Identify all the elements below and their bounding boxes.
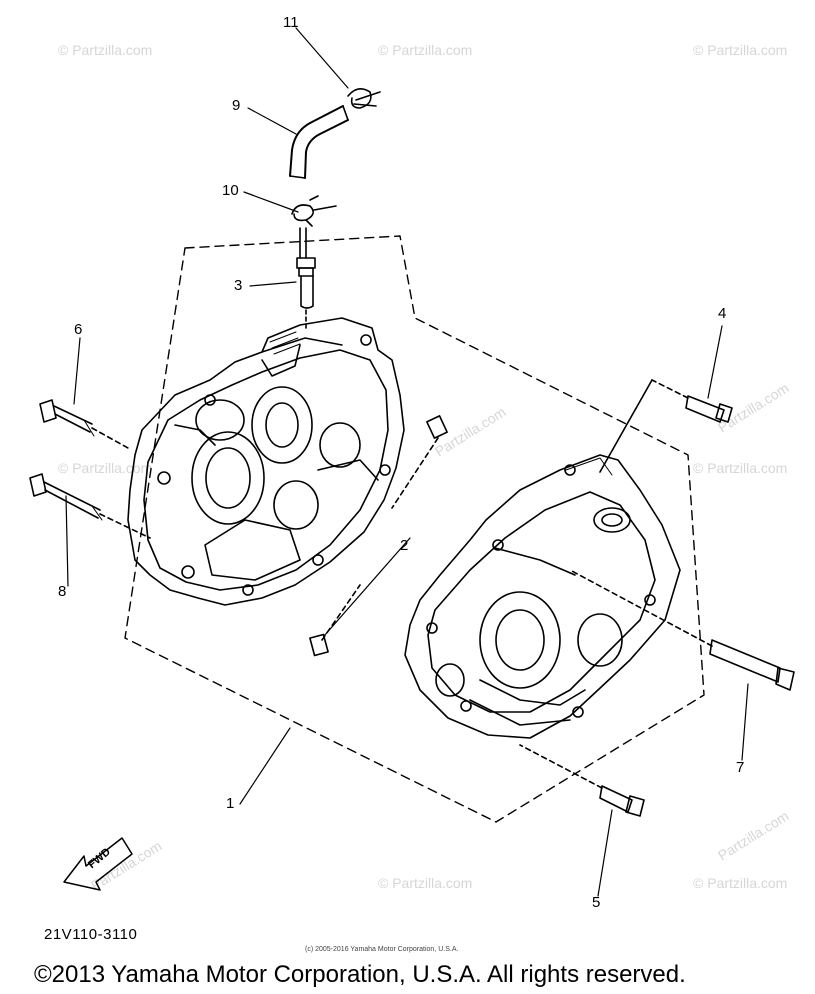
bolt-8 — [29, 473, 151, 539]
callout-1: 1 — [226, 795, 235, 812]
callout-6: 6 — [74, 321, 83, 338]
dowel-pin-upper — [426, 415, 448, 439]
breather-pipe-3 — [296, 227, 316, 331]
breather-hose — [289, 105, 349, 179]
fwd-arrow — [63, 837, 133, 891]
watermark: © Partzilla.com — [58, 42, 153, 58]
dowel-pin-lower — [309, 633, 329, 657]
bolt-5 — [519, 744, 645, 817]
callout-2: 2 — [400, 537, 409, 554]
drawing-code: 21V110-3110 — [44, 926, 138, 943]
callout-4: 4 — [718, 305, 727, 322]
leader-lines — [65, 27, 749, 897]
watermark: © Partzilla.com — [693, 875, 788, 891]
watermark: © Partzilla.com — [693, 42, 788, 58]
callout-11: 11 — [283, 14, 299, 31]
callout-10: 10 — [222, 182, 239, 199]
watermark: © Partzilla.com — [378, 875, 473, 891]
watermark: © Partzilla.com — [58, 460, 153, 476]
assembly-boundary — [124, 235, 705, 823]
left-crankcase — [127, 317, 405, 606]
right-crankcase — [404, 454, 681, 739]
callout-3: 3 — [234, 277, 243, 294]
clip-10 — [291, 195, 337, 227]
bolt-4 — [599, 379, 733, 473]
bolt-7 — [569, 569, 795, 691]
watermark: © Partzilla.com — [378, 42, 473, 58]
watermark: © Partzilla.com — [693, 460, 788, 476]
callout-9: 9 — [232, 97, 241, 114]
main-copyright: ©2013 Yamaha Motor Corporation, U.S.A. A… — [34, 961, 686, 988]
callout-8: 8 — [58, 583, 67, 600]
clip-11 — [347, 88, 381, 109]
small-copyright: (c) 2005-2016 Yamaha Motor Corporation, … — [305, 946, 459, 953]
bolt-6 — [39, 399, 129, 449]
callout-5: 5 — [592, 894, 601, 911]
callout-7: 7 — [736, 759, 745, 776]
